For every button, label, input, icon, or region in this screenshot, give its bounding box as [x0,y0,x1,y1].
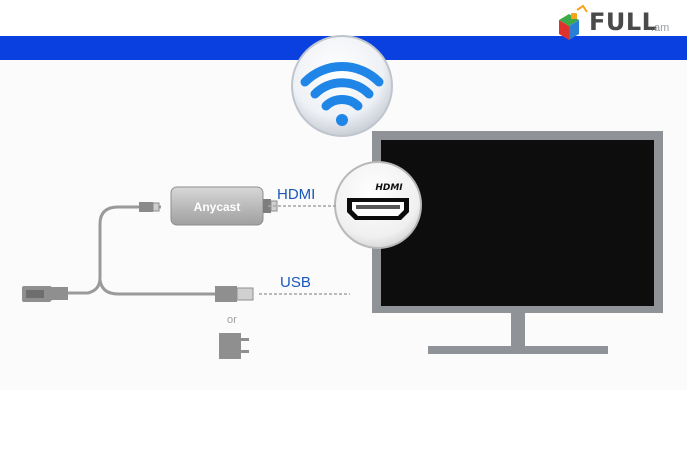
dongle-label: Anycast [194,200,241,214]
usb-plug-icon [215,286,254,302]
wifi-icon [291,35,393,137]
brand-logo-suffix: .am [651,22,670,34]
full-am-logo-icon [559,4,588,40]
cable-to-usb [98,279,215,296]
anycast-dongle [170,186,278,226]
port-badge-label: HDMI [375,183,403,193]
top-strip [0,0,687,36]
usb-female-connector [22,286,68,302]
brand-logo-text: FULL [589,8,658,36]
hdmi-port-icon [334,161,422,249]
cable-to-dongle [66,205,161,295]
micro-usb-plug-icon [139,202,160,212]
hdmi-label: HDMI [277,186,315,203]
tv-icon [372,131,663,354]
or-label: or [227,314,237,326]
power-adapter-icon [219,333,249,359]
usb-label: USB [280,274,311,291]
